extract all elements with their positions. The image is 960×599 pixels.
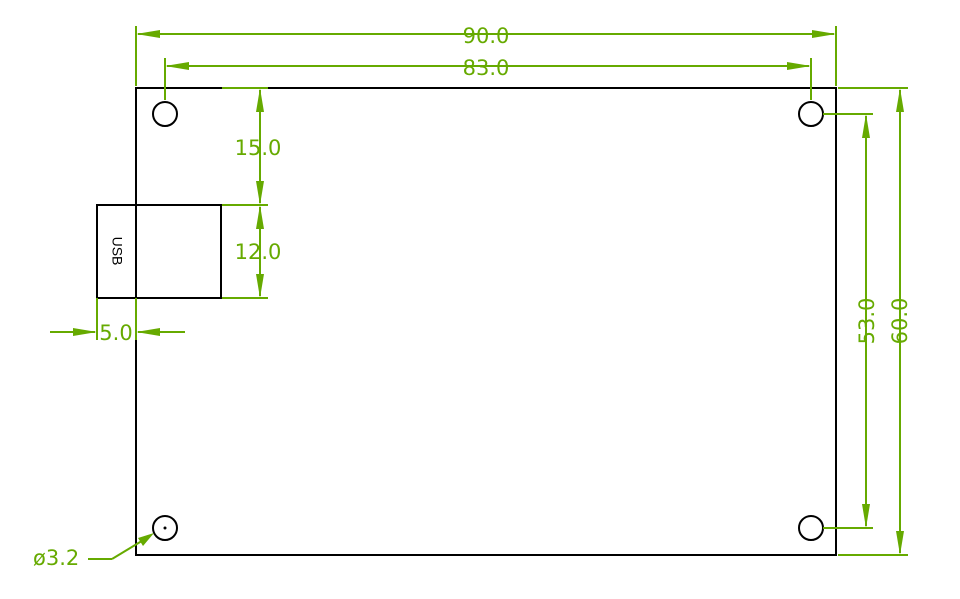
dim-hole-spacing-x-label: 83.0 (463, 56, 510, 80)
dim-usb-offset-top: 15.0 (222, 87, 282, 206)
dim-usb-protrusion-label: 5.0 (99, 321, 132, 345)
dim-hole-diameter-label: ø3.2 (33, 546, 79, 570)
dim-hole-spacing-y: 53.0 (823, 113, 879, 529)
mounting-hole-top-left (152, 101, 178, 127)
dim-overall-width-label: 90.0 (463, 24, 510, 48)
dim-overall-width: 90.0 (135, 24, 837, 86)
mounting-hole-bottom-left (152, 515, 178, 541)
usb-label: USB (109, 237, 125, 266)
dim-hole-spacing-x: 83.0 (164, 56, 812, 100)
dim-hole-spacing-y-label: 53.0 (855, 298, 879, 345)
dim-usb-protrusion: 5.0 (50, 298, 185, 345)
dim-hole-diameter: ø3.2 (33, 533, 154, 570)
dim-usb-width-label: 12.0 (235, 240, 282, 264)
dim-overall-height-label: 60.0 (888, 298, 912, 345)
dim-usb-width: 12.0 (222, 205, 282, 299)
dim-overall-height: 60.0 (838, 87, 912, 556)
mounting-hole-top-right (798, 101, 824, 127)
usb-connector (96, 204, 222, 299)
dim-usb-offset-top-label: 15.0 (235, 136, 282, 160)
mounting-hole-bottom-right (798, 515, 824, 541)
